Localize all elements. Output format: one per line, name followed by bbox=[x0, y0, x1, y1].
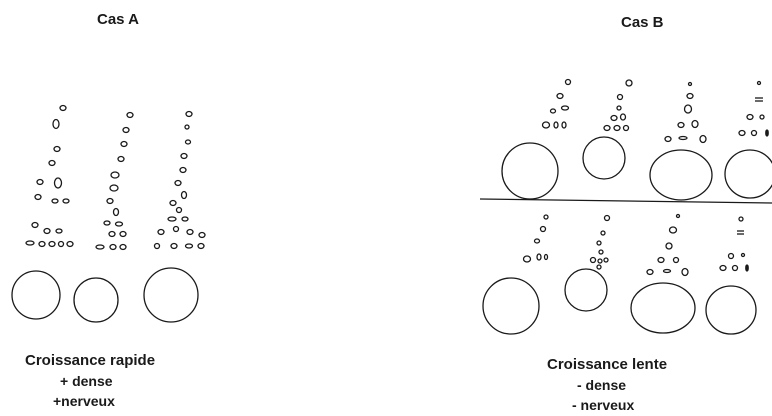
large-pore bbox=[143, 267, 199, 323]
case-b-trait-nerveux: - nerveux bbox=[572, 397, 635, 413]
large-pore bbox=[705, 285, 757, 335]
case-a-caption: Croissance rapide bbox=[25, 352, 156, 369]
case-b-caption: Croissance lente bbox=[547, 356, 668, 373]
case-b-title: Cas B bbox=[621, 14, 664, 31]
case-b-lower-cell-2 bbox=[564, 214, 611, 312]
large-pore bbox=[11, 270, 61, 320]
case-b-upper-cell-4 bbox=[724, 80, 772, 199]
case-b-upper-cell-1 bbox=[501, 78, 572, 200]
case-b-lower-cell-4 bbox=[705, 216, 757, 335]
case-a-trait-nerveux: +nerveux bbox=[53, 393, 115, 409]
case-b-trait-dense: - dense bbox=[577, 377, 627, 393]
large-pore bbox=[649, 149, 713, 201]
case-b-lower-cell-1 bbox=[482, 214, 549, 335]
large-pore bbox=[501, 142, 559, 200]
large-pore bbox=[582, 136, 626, 180]
large-pore bbox=[482, 277, 540, 335]
case-b-lower-cell-3 bbox=[630, 213, 696, 334]
large-pore bbox=[724, 149, 772, 199]
large-pore bbox=[73, 277, 119, 323]
growth-boundary-line bbox=[479, 198, 772, 204]
case-b-upper-cell-3 bbox=[649, 81, 713, 201]
case-a-cell-2 bbox=[73, 111, 134, 323]
case-a-cell-1 bbox=[11, 104, 74, 320]
case-a-cell-3 bbox=[143, 110, 206, 323]
case-b-upper-cell-2 bbox=[582, 79, 633, 180]
large-pore bbox=[564, 268, 608, 312]
case-a-title: Cas A bbox=[97, 11, 139, 28]
case-a-trait-dense: + dense bbox=[60, 373, 113, 389]
large-pore bbox=[630, 282, 696, 334]
